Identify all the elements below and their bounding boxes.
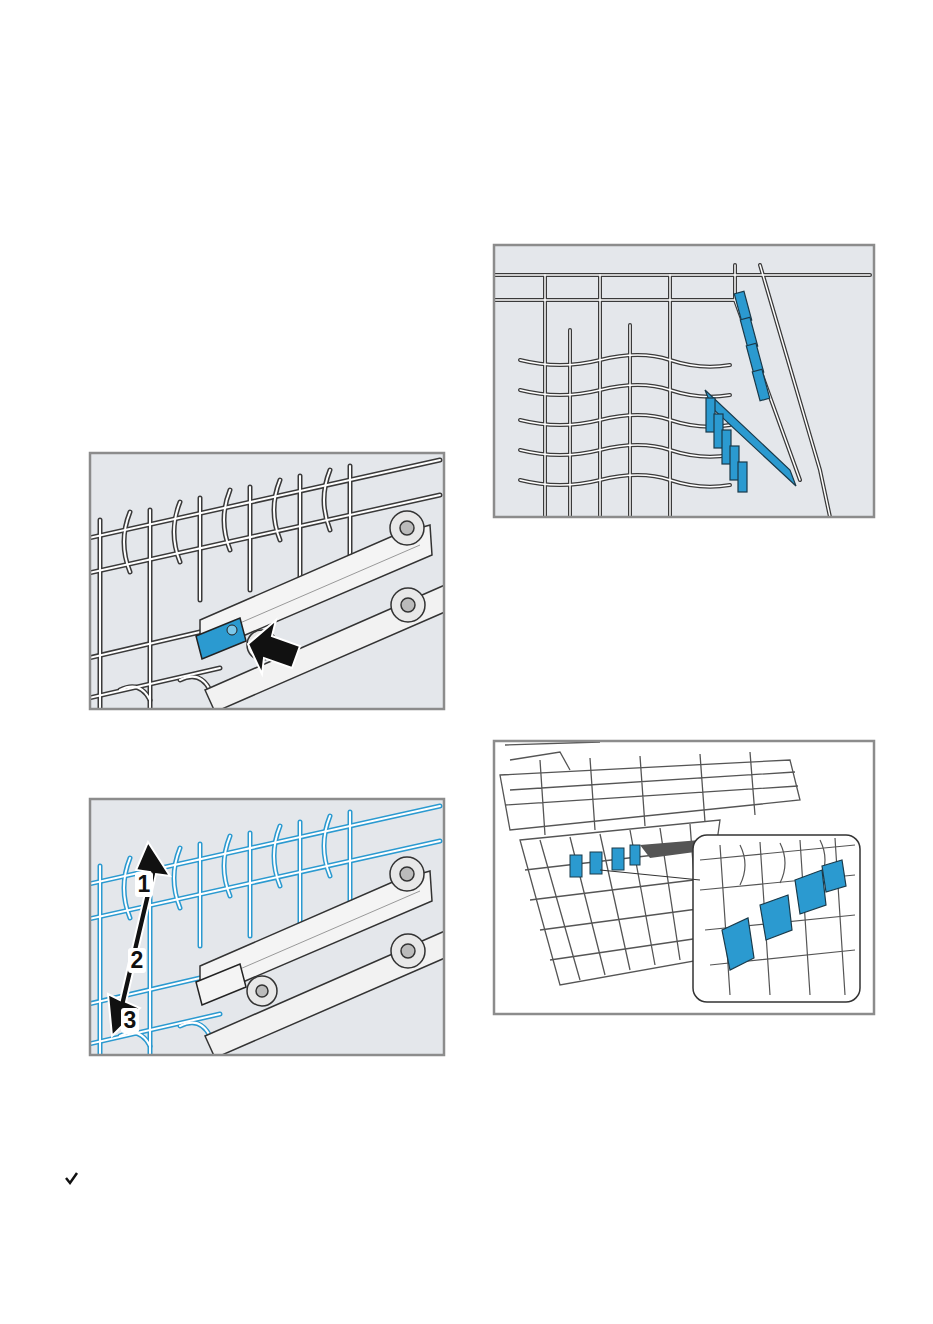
callout-number: 2	[128, 948, 147, 973]
check-symbol	[66, 1173, 77, 1183]
callout-number: 3	[121, 1008, 140, 1033]
callout-number: 1	[135, 872, 154, 897]
